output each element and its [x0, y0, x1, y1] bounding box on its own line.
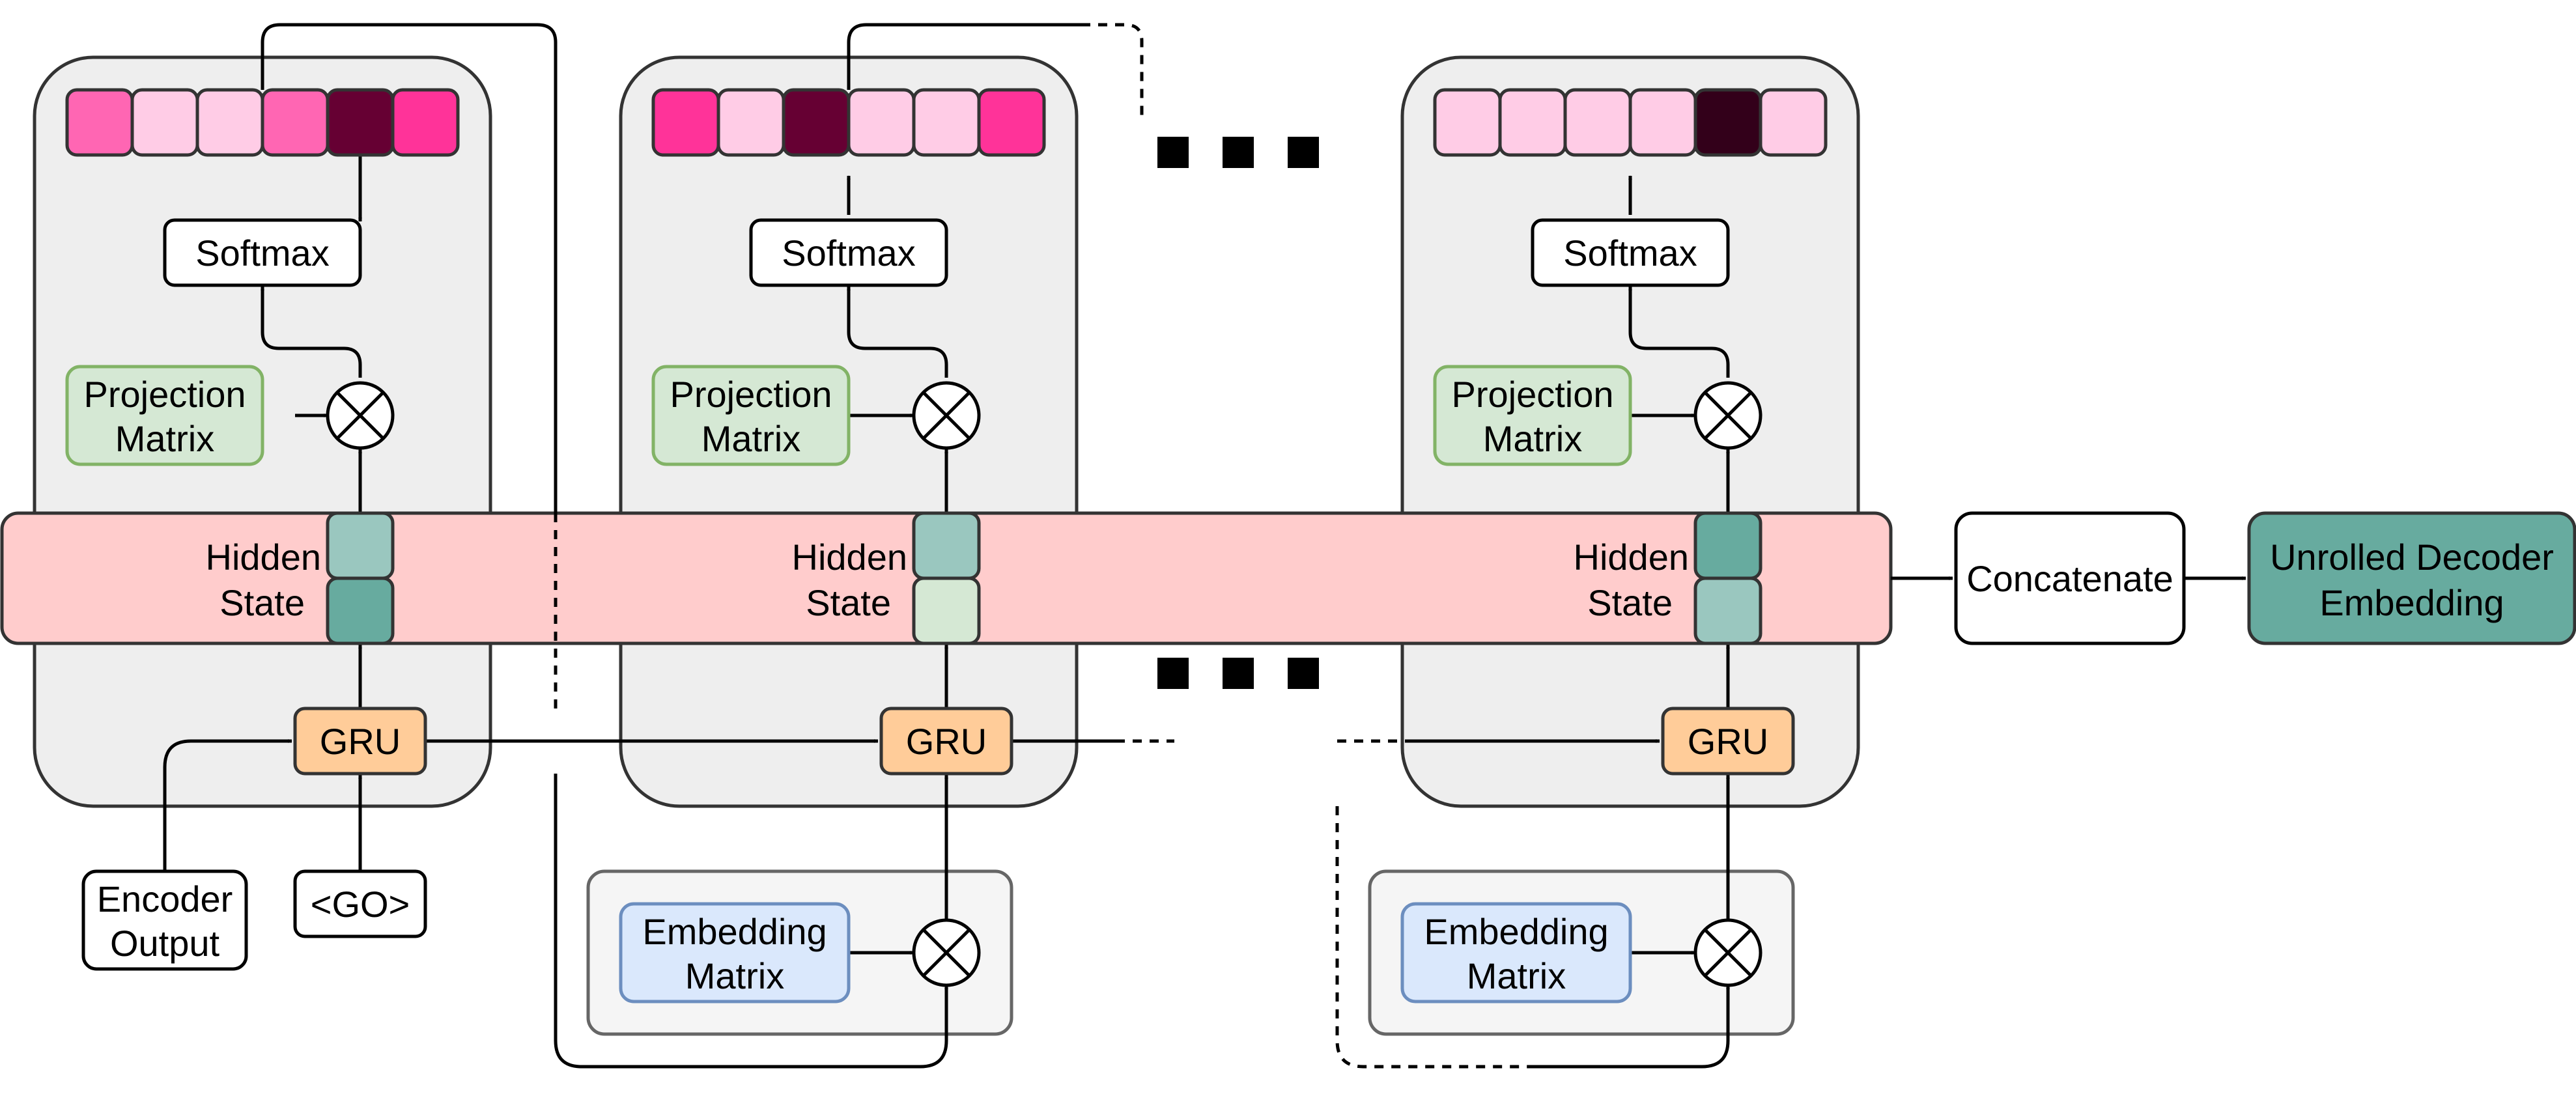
- embedding-matrix-3: Embedding Matrix: [1400, 902, 1632, 1003]
- hidden-state-label-1: Hidden State: [206, 537, 321, 623]
- output-cell: [1628, 88, 1697, 157]
- projection-matrix-1: Projection Matrix: [65, 365, 264, 466]
- gru-connectors: [163, 576, 2246, 955]
- projection-label-line1: Projection: [1451, 374, 1613, 415]
- output-cell: [782, 88, 851, 157]
- hidden-cell: [912, 576, 981, 645]
- hidden-cell: [1693, 576, 1762, 645]
- hidden-cell: [326, 511, 395, 580]
- hidden-cell: [912, 511, 981, 580]
- output-vector-3: [1433, 88, 1828, 157]
- hidden-cells-3: [1693, 511, 1762, 645]
- projection-label-line2: Matrix: [115, 418, 214, 459]
- output-cell: [847, 88, 916, 157]
- projection-label-line1: Projection: [83, 374, 246, 415]
- hidden-state-label-3: Hidden State: [1574, 537, 1689, 623]
- output-cell: [65, 88, 134, 157]
- output-cell: [391, 88, 460, 157]
- go-token-box: <GO>: [293, 869, 427, 938]
- hidden-cells-2: [912, 511, 981, 645]
- concatenate-label: Concatenate: [1966, 558, 2173, 599]
- output-cell: [130, 88, 199, 157]
- hidden-label-line2: State: [1587, 582, 1673, 623]
- encoder-label-line1: Encoder: [97, 878, 233, 919]
- softmax-box-1: Softmax: [163, 218, 362, 287]
- output-cell: [1759, 88, 1828, 157]
- projection-label-line2: Matrix: [1483, 418, 1582, 459]
- hidden-label-line2: State: [219, 582, 305, 623]
- output-label-line2: Embedding: [2319, 582, 2504, 623]
- multiply-icon: [912, 918, 981, 987]
- embedding-label-line2: Matrix: [685, 955, 784, 996]
- output-cell: [195, 88, 264, 157]
- output-cell: [1433, 88, 1502, 157]
- hidden-label-line2: State: [806, 582, 891, 623]
- hidden-label-line1: Hidden: [792, 537, 907, 578]
- encoder-output-box: Encoder Output: [81, 869, 248, 971]
- output-cell: [261, 88, 330, 157]
- output-cell: [912, 88, 981, 157]
- hidden-state-label-2: Hidden State: [792, 537, 907, 623]
- embedding-label-line2: Matrix: [1467, 955, 1566, 996]
- feedback-connectors: [261, 23, 1730, 1069]
- output-cell: [716, 88, 786, 157]
- output-cell: [1693, 88, 1762, 157]
- ellipsis-lower: [1157, 658, 1319, 689]
- output-label-line1: Unrolled Decoder: [2270, 537, 2554, 578]
- gru-label: GRU: [320, 721, 401, 762]
- softmax-box-2: Softmax: [749, 218, 948, 287]
- output-cell: [1498, 88, 1567, 157]
- unrolled-decoder-embedding-box: Unrolled Decoder Embedding: [2247, 511, 2576, 645]
- multiply-icon: [326, 381, 395, 450]
- softmax-label: Softmax: [195, 232, 329, 274]
- hidden-cell: [1693, 511, 1762, 580]
- hidden-cell: [326, 576, 395, 645]
- output-cell: [326, 88, 395, 157]
- output-vector-1: [65, 88, 460, 157]
- projection-label-line2: Matrix: [701, 418, 800, 459]
- multiply-icon: [1693, 381, 1762, 450]
- encoder-label-line2: Output: [110, 923, 220, 964]
- multiply-icon: [912, 381, 981, 450]
- output-vector-2: [651, 88, 1046, 157]
- output-cell: [977, 88, 1046, 157]
- embedding-label-line1: Embedding: [642, 911, 827, 952]
- gru-box-2: GRU: [879, 707, 1013, 776]
- gru-box-1: GRU: [293, 707, 427, 776]
- multiply-icon: [1693, 918, 1762, 987]
- upper-connectors: [261, 150, 1730, 708]
- output-cell: [1563, 88, 1632, 157]
- hidden-label-line1: Hidden: [1574, 537, 1689, 578]
- softmax-label: Softmax: [782, 232, 915, 274]
- projection-label-line1: Projection: [670, 374, 832, 415]
- projection-matrix-2: Projection Matrix: [651, 365, 851, 466]
- projection-matrix-3: Projection Matrix: [1433, 365, 1632, 466]
- gru-box-3: GRU: [1661, 707, 1795, 776]
- softmax-label: Softmax: [1563, 232, 1697, 274]
- concatenate-box: Concatenate: [1954, 511, 2186, 645]
- embedding-matrix-2: Embedding Matrix: [619, 902, 851, 1003]
- ellipsis-upper: [1157, 137, 1319, 168]
- embedding-label-line1: Embedding: [1424, 911, 1608, 952]
- output-cell: [651, 88, 720, 157]
- hidden-label-line1: Hidden: [206, 537, 321, 578]
- go-label: <GO>: [311, 884, 410, 925]
- softmax-box-3: Softmax: [1531, 218, 1730, 287]
- gru-label: GRU: [1688, 721, 1768, 762]
- gru-label: GRU: [906, 721, 987, 762]
- hidden-cells-1: [326, 511, 395, 645]
